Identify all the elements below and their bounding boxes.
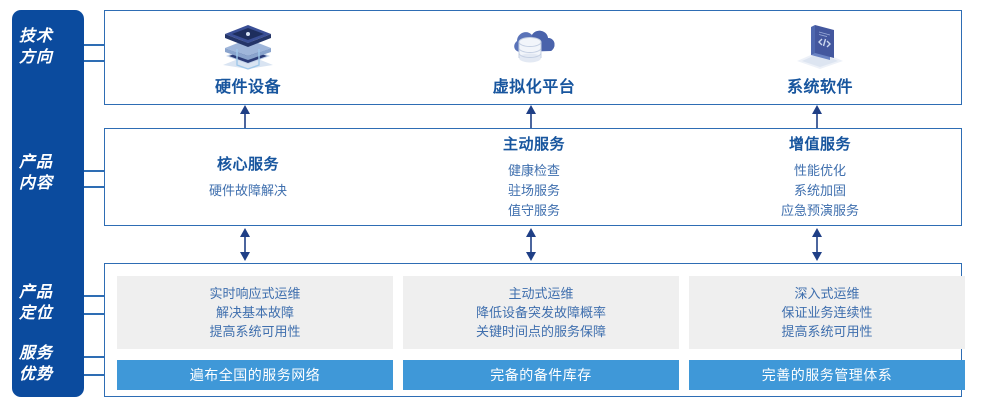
code-book-icon [789, 19, 851, 71]
grey-line: 深入式运维 [794, 286, 860, 301]
bottom-card-indepth[interactable]: 深入式运维 保证业务连续性 提高系统可用性 完善的服务管理体系 [689, 276, 965, 390]
left-rail [12, 10, 84, 397]
connector-tech-top [84, 44, 106, 46]
grey-line: 提高系统可用性 [781, 324, 873, 339]
grey-line: 关键时间点的服务保障 [475, 324, 606, 339]
rail-label-line2: 方向 [18, 49, 53, 66]
rail-label-line1: 产品 [18, 284, 53, 301]
tech-column-virtualization[interactable]: 虚拟化平台 [391, 11, 677, 104]
bottom-card-proactive[interactable]: 主动式运维 降低设备突发故障概率 关键时间点的服务保障 完备的备件库存 [403, 276, 679, 390]
rail-item-product-content[interactable]: 产品 内容 [0, 152, 72, 194]
connector-tech-bottom [84, 60, 106, 62]
arrow-up-virtualization [524, 105, 538, 133]
product-position-panel: 实时响应式运维 解决基本故障 提高系统可用性 遍布全国的服务网络 主动式运维 降… [104, 263, 965, 397]
connector-position-top [84, 295, 106, 297]
service-advantage-bar-spare-parts[interactable]: 完备的备件库存 [403, 360, 679, 390]
content-item: 应急预演服务 [780, 203, 859, 218]
content-column-proactive[interactable]: 主动服务 健康检查 驻场服务 值守服务 [391, 129, 677, 225]
rail-item-tech-direction[interactable]: 技术 方向 [0, 26, 72, 68]
cloud-database-icon [503, 19, 565, 71]
content-item: 驻场服务 [507, 183, 560, 198]
grey-line: 保证业务连续性 [781, 305, 873, 320]
content-column-value-added[interactable]: 增值服务 性能优化 系统加固 应急预演服务 [677, 129, 963, 225]
content-item: 性能优化 [793, 163, 846, 178]
connector-content-bottom [84, 186, 106, 188]
tech-title-system-software: 系统软件 [786, 78, 853, 96]
content-title-proactive: 主动服务 [502, 136, 565, 153]
rail-item-service-advantage[interactable]: 服务 优势 [0, 343, 72, 385]
arrow-up-hardware [238, 105, 252, 133]
arrow-double-system-software [810, 228, 824, 266]
content-column-core[interactable]: 核心服务 硬件故障解决 [105, 129, 391, 225]
grey-line: 主动式运维 [508, 286, 574, 301]
connector-advantage-top [84, 356, 106, 358]
content-item: 值守服务 [507, 203, 560, 218]
content-item: 硬件故障解决 [208, 183, 287, 198]
rail-label-line2: 内容 [18, 175, 53, 192]
service-advantage-bar-network[interactable]: 遍布全国的服务网络 [117, 360, 393, 390]
grey-line: 降低设备突发故障概率 [475, 305, 606, 320]
bottom-card-realtime[interactable]: 实时响应式运维 解决基本故障 提高系统可用性 遍布全国的服务网络 [117, 276, 393, 390]
rail-label-line1: 服务 [18, 345, 53, 362]
content-title-value-added: 增值服务 [788, 136, 851, 153]
connector-position-bottom [84, 313, 106, 315]
tech-column-system-software[interactable]: 系统软件 [677, 11, 963, 104]
grey-line: 解决基本故障 [215, 305, 294, 320]
rail-label-line1: 产品 [18, 154, 53, 171]
arrow-double-virtualization [524, 228, 538, 266]
connector-content-top [84, 170, 106, 172]
service-advantage-bar-management[interactable]: 完善的服务管理体系 [689, 360, 965, 390]
rail-item-product-position[interactable]: 产品 定位 [0, 282, 72, 324]
server-stack-icon [217, 19, 279, 71]
product-content-panel: 核心服务 硬件故障解决 主动服务 健康检查 驻场服务 值守服务 增值服务 性能优… [104, 128, 962, 226]
tech-title-virtualization: 虚拟化平台 [492, 78, 576, 96]
rail-label-line2: 优势 [18, 366, 53, 383]
content-item: 系统加固 [793, 183, 846, 198]
rail-label-line2: 定位 [18, 305, 53, 322]
grey-box-indepth: 深入式运维 保证业务连续性 提高系统可用性 [689, 276, 965, 349]
tech-direction-panel: 硬件设备 虚拟化平台 [104, 10, 962, 105]
tech-column-hardware[interactable]: 硬件设备 [105, 11, 391, 104]
connector-advantage-bottom [84, 374, 106, 376]
grey-line: 提高系统可用性 [209, 324, 301, 339]
content-item: 健康检查 [507, 163, 560, 178]
grey-box-realtime: 实时响应式运维 解决基本故障 提高系统可用性 [117, 276, 393, 349]
content-title-core: 核心服务 [216, 156, 279, 173]
arrow-double-hardware [238, 228, 252, 266]
tech-title-hardware: 硬件设备 [214, 78, 281, 96]
arrow-up-system-software [810, 105, 824, 133]
grey-box-proactive: 主动式运维 降低设备突发故障概率 关键时间点的服务保障 [403, 276, 679, 349]
rail-label-line1: 技术 [18, 28, 53, 45]
grey-line: 实时响应式运维 [209, 286, 301, 301]
